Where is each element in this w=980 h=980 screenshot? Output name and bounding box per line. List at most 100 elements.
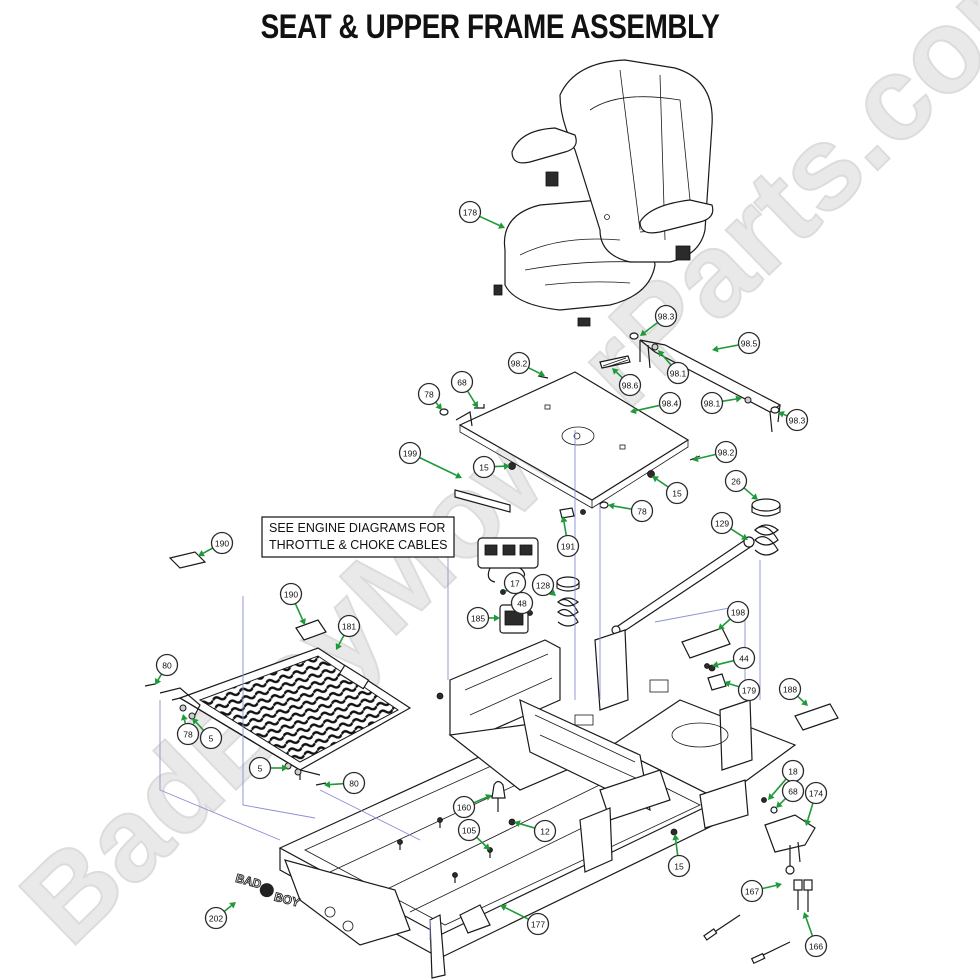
callout-15: 15	[652, 476, 689, 505]
callout-leader-line	[783, 413, 788, 417]
callout-circle	[248, 756, 272, 780]
knob-part	[491, 780, 516, 826]
callout-label: 179	[742, 686, 756, 696]
callout-circle	[710, 511, 734, 535]
callout-arrowhead	[741, 533, 748, 540]
callout-circle	[654, 304, 678, 328]
callout-98.2: 98.2	[507, 351, 545, 377]
callout-label: 44	[739, 654, 749, 664]
callout-circle	[398, 441, 422, 465]
floor-mat-part	[144, 647, 412, 786]
callout-80: 80	[155, 653, 179, 685]
callout-label: 185	[471, 614, 485, 624]
callout-leader-line	[644, 322, 658, 333]
callout-68: 68	[450, 370, 478, 408]
callout-arrowhead	[324, 781, 331, 789]
callout-68: 68	[776, 779, 805, 808]
callout-174: 174	[804, 781, 828, 826]
callout-arrowhead	[712, 345, 719, 353]
callout-78: 78	[417, 382, 442, 410]
callout-label: 17	[510, 579, 520, 589]
callout-label: 166	[809, 942, 823, 952]
callout-98.3: 98.3	[778, 408, 809, 432]
note-line-1: SEE ENGINE DIAGRAMS FOR	[269, 521, 445, 535]
callout-198: 198	[718, 600, 750, 630]
callout-202: 202	[204, 902, 236, 930]
callout-label: 177	[531, 920, 545, 930]
callout-leader-line	[806, 803, 814, 821]
decal-part	[794, 703, 839, 731]
callout-circle	[732, 646, 756, 670]
callout-circle	[531, 573, 555, 597]
callout-circle	[665, 481, 689, 505]
callout-leader-line	[613, 505, 632, 510]
callout-leader-line	[563, 521, 567, 536]
callout-label: 160	[457, 803, 471, 813]
callout-arrowhead	[229, 902, 236, 909]
callout-arrowhead	[608, 502, 615, 510]
callout-98.5: 98.5	[712, 331, 761, 355]
callout-label: 98.3	[789, 416, 806, 426]
callout-arrowhead	[299, 618, 306, 625]
callout-label: 12	[540, 827, 550, 837]
callout-arrowhead	[181, 714, 188, 721]
callout-arrowhead	[652, 476, 659, 483]
upper-frame-part	[436, 629, 797, 873]
callout-arrowhead	[514, 820, 521, 828]
callout-leader-line	[797, 695, 805, 703]
callout-label: 191	[561, 542, 575, 552]
callout-arrowhead	[483, 843, 490, 850]
callout-label: 190	[215, 539, 229, 549]
control-lever-part	[670, 797, 816, 875]
callout-185: 185	[466, 606, 500, 630]
callout-circle	[726, 600, 750, 624]
callout-leader-line	[338, 635, 345, 646]
logo-text-bad: BAD	[234, 871, 263, 891]
callout-leader-line	[674, 839, 679, 856]
seat-switch-part	[704, 663, 727, 691]
callout-circle	[204, 906, 228, 930]
callout-label: 15	[479, 463, 489, 473]
callout-circle	[337, 614, 361, 638]
callout-arrowhead	[692, 455, 699, 463]
callout-arrowhead	[775, 881, 782, 889]
callout-arrowhead	[776, 801, 783, 808]
callout-label: 18	[788, 767, 798, 777]
callout-label: 198	[731, 608, 745, 618]
callout-leader-line	[294, 603, 304, 620]
callout-label: 202	[209, 914, 223, 924]
note-line-2: THROTTLE & CHOKE CABLES	[269, 538, 448, 552]
callout-leader-line	[157, 674, 163, 681]
callout-arrowhead	[435, 403, 442, 410]
callout-label: 129	[715, 519, 729, 529]
callout-98.1: 98.1	[700, 391, 742, 415]
callout-arrowhead	[549, 589, 556, 596]
callout-label: 167	[745, 887, 759, 897]
callout-arrowhead	[471, 401, 478, 408]
callout-label: 80	[162, 661, 172, 671]
callout-leader-line	[476, 837, 487, 847]
callout-arrowhead	[155, 678, 162, 685]
callout-arrowhead	[640, 329, 647, 336]
seat-part	[493, 59, 714, 327]
callout-48: 48	[510, 591, 534, 615]
callout-circle	[556, 534, 580, 558]
callout-circle	[714, 440, 738, 464]
callout-128: 128	[531, 573, 556, 597]
callout-arrowhead	[712, 661, 719, 668]
callout-circle	[176, 722, 200, 746]
callout-circle	[804, 781, 828, 805]
callout-arrowhead	[612, 368, 619, 375]
callout-label: 98.5	[741, 339, 758, 349]
callout-129: 129	[710, 511, 748, 540]
callout-leader-line	[467, 390, 476, 404]
callout-leader-line	[479, 215, 500, 227]
callout-label: 98.2	[511, 359, 528, 369]
callout-circle	[507, 351, 531, 375]
callout-188: 188	[778, 677, 808, 706]
callout-label: 178	[463, 208, 477, 218]
callout-circle	[781, 779, 805, 803]
callout-circle	[342, 771, 366, 795]
callout-leader-line	[615, 371, 623, 379]
